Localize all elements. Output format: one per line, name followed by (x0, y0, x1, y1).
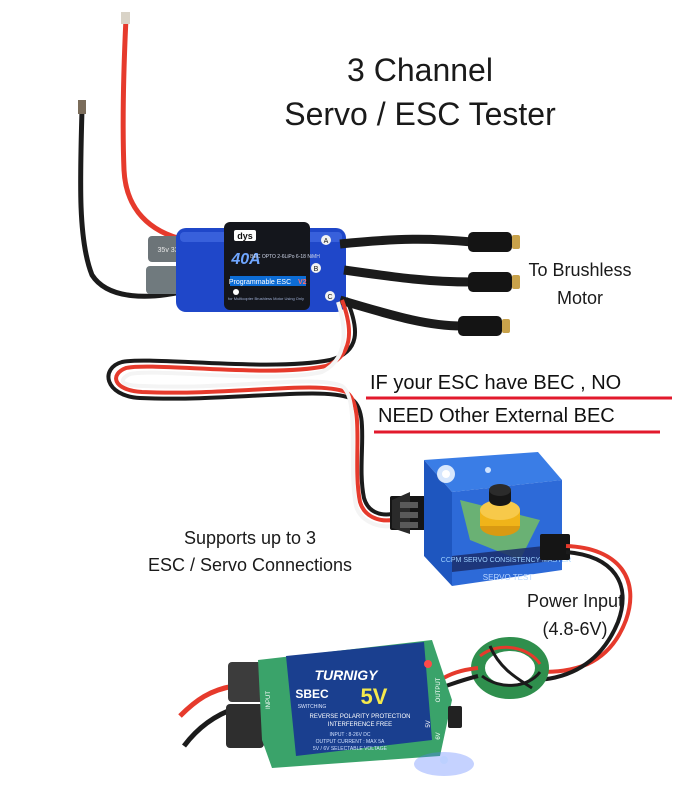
esc-subtitle: Programmable ESC (229, 279, 291, 286)
sbec-brand: TURNIGY (315, 667, 380, 683)
esc-pin-c: C (327, 294, 332, 301)
esc-brand-badge (234, 230, 256, 241)
esc-pin-a: A (324, 238, 329, 245)
esc-footer: for Multicopter Brushless Motor Using On… (228, 296, 304, 301)
power-callout-line-2: (4.8-6V) (542, 619, 608, 639)
bec-callout-line-1: IF your ESC have BEC , NO (370, 372, 622, 394)
sbec-5v-label: 5V (426, 720, 432, 727)
title-line-2: Servo / ESC Tester (284, 96, 556, 132)
sbec-subline: SWITCHING (298, 704, 327, 710)
sbec-input-label: INPUT (266, 691, 272, 709)
esc-red-lead (120, 17, 186, 243)
signal-wire-loop (106, 297, 393, 529)
red-lead-tip (121, 12, 130, 24)
esc-pin-b: B (314, 266, 319, 273)
supports-callout-line-2: ESC / Servo Connections (147, 555, 353, 575)
esc-brand: dys (237, 231, 253, 241)
title-line-1: 3 Channel (347, 52, 493, 88)
power-callout-line-1: Power Input (526, 591, 624, 611)
sbec-jumper (448, 706, 462, 728)
esc-body: dys 40A BEC OPTO 2-6LiPo 6-18 NiMH Progr… (176, 222, 346, 312)
bec-callout-line-2: NEED Other External BEC (378, 405, 615, 427)
bullet-connector-c (458, 316, 510, 336)
sbec-voltage: 5V (361, 684, 388, 709)
power-wire-red (539, 544, 633, 674)
esc-black-lead (78, 109, 191, 299)
sbec-tag: REVERSE POLARITY PROTECTION (310, 714, 411, 720)
sbec-capacitor-1 (228, 662, 264, 702)
tester-power-connector (540, 534, 570, 560)
power-wire-black (537, 550, 625, 682)
sbec-model: SBEC (295, 687, 329, 701)
sbec-spec1: INPUT : 8-26V DC (329, 732, 370, 738)
sbec-tag2: INTERFERENCE FREE (328, 722, 392, 728)
sbec-6v-label: 6V (436, 732, 442, 739)
tester-top-face (424, 452, 562, 492)
esc-rating: 40A (230, 251, 260, 268)
motor-lead-c (338, 295, 463, 331)
motor-lead-a (339, 234, 473, 249)
motor-callout-line-2: Motor (556, 288, 603, 308)
tester-label: CCPM SERVO CONSISTENCY MASTER (441, 557, 571, 564)
capacitor-text: 35v 330 (158, 247, 183, 254)
sbec-capacitor-2 (226, 704, 264, 748)
motor-lead-b (343, 265, 473, 287)
bullet-connector-b (468, 272, 520, 292)
tester-led-small (485, 467, 491, 473)
servo-tester-box: CCPM SERVO CONSISTENCY MASTER SERVO TEST (390, 452, 571, 586)
ferrite-toroid (471, 637, 549, 699)
esc-version: V2 (298, 279, 307, 286)
esc-label-panel (224, 222, 310, 310)
tester-footer: SERVO TEST (483, 573, 534, 582)
tester-left-face (424, 460, 452, 586)
black-lead-tip (78, 100, 86, 114)
bullet-connector-a (468, 232, 520, 252)
tester-knob (480, 500, 520, 520)
sbec-spec2: OUTPUT CURRENT : MAX 5A (316, 739, 385, 745)
motor-callout-line-1: To Brushless (528, 260, 632, 280)
sbec-output-label: OUTPUT (436, 677, 442, 702)
turnigy-sbec-module: TURNIGY SBEC SWITCHING 5V REVERSE POLARI… (178, 640, 474, 776)
sbec-spec3: 5V / 6V SELECTABLE VOLTAGE (313, 746, 388, 752)
sbec-input-red (178, 683, 235, 718)
sbec-label (286, 642, 432, 756)
supports-callout-line-1: Supports up to 3 (183, 528, 317, 548)
sbec-led-red (424, 660, 432, 668)
esc-spec: BEC OPTO 2-6LiPo 6-18 NiMH (250, 254, 320, 260)
